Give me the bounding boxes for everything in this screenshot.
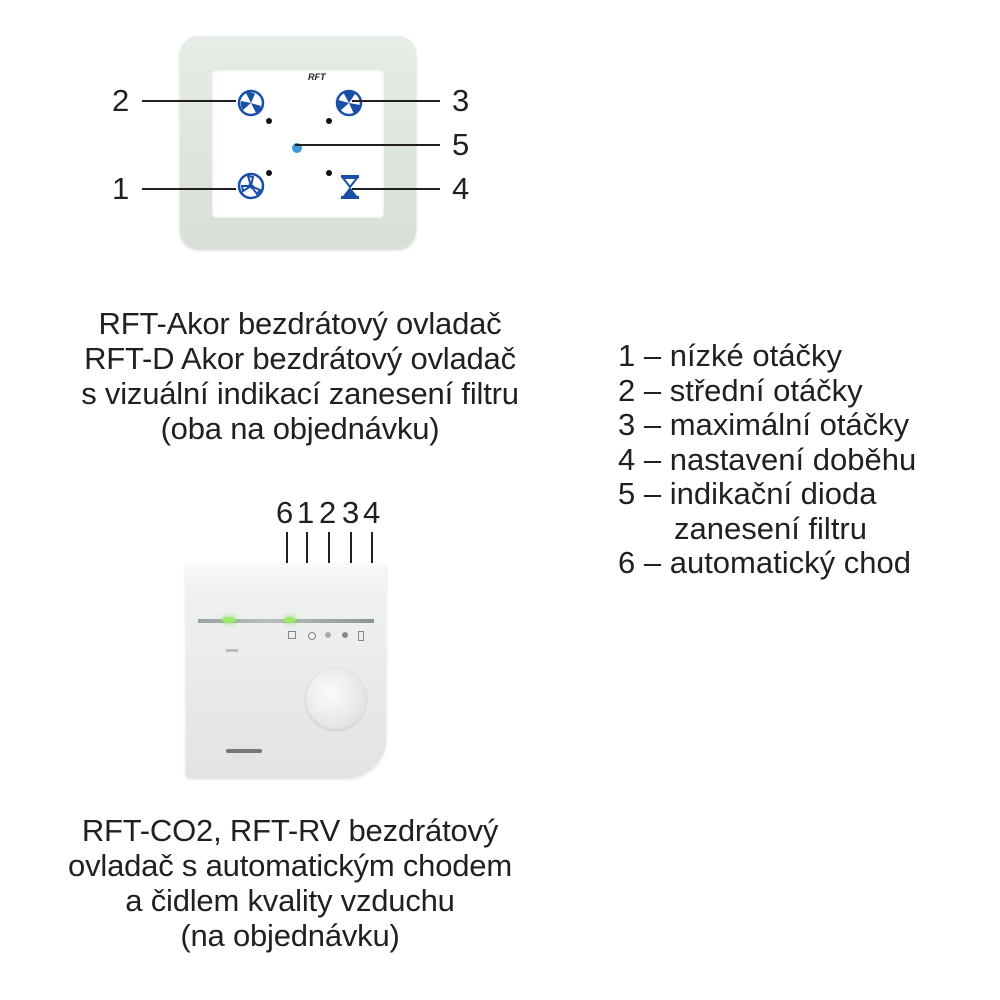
fan-low-icon: [237, 172, 265, 200]
callout-4: 4: [452, 171, 470, 206]
button3-indicator-dot: [326, 118, 332, 124]
button-auto-mode[interactable]: [288, 631, 296, 639]
legend-item-5-continued: zanesení filtru: [674, 510, 867, 546]
sensor-dial[interactable]: [306, 669, 366, 729]
callout-3-line: [352, 100, 440, 102]
brand-logo: RFT: [308, 72, 326, 82]
callout-1: 1: [112, 171, 130, 206]
button-max-speed[interactable]: [334, 88, 364, 118]
legend-item-2: 2 – střední otáčky: [618, 372, 863, 408]
legend-item-1: 1 – nízké otáčky: [618, 338, 843, 373]
callout-4-line: [352, 188, 440, 190]
button-timer-b[interactable]: [358, 631, 364, 641]
callout-3: 3: [452, 83, 470, 118]
button-run-on-timer[interactable]: [336, 172, 364, 202]
button1-indicator-dot: [266, 170, 272, 176]
legend-item-3: 3 – maximální otáčky: [618, 407, 910, 442]
callout-4b: 4: [363, 495, 381, 530]
co2-caption-line-2: ovladač s automatickým chodem: [68, 848, 512, 883]
akor-remote-device: RFT: [180, 36, 416, 248]
filter-indicator-led: [292, 143, 302, 153]
callout-2b: 2: [319, 495, 337, 530]
callout-2-line: [142, 100, 236, 102]
legend-item-6: 6 – automatický chod: [618, 545, 911, 580]
callout-numbers-row: 6 1 2 3 4: [276, 497, 386, 531]
legend-item-4: 4 – nastavení doběhu: [618, 441, 917, 477]
button-max-speed-b[interactable]: [342, 632, 348, 638]
callout-1b: 1: [297, 495, 315, 530]
co2-caption: RFT-CO2, RFT-RV bezdrátový ovladač s aut…: [0, 813, 580, 953]
akor-caption-line-2: RFT-D Akor bezdrátový ovladač: [84, 341, 516, 376]
akor-caption-line-3: s vizuální indikací zanesení filtru: [81, 376, 519, 411]
callout-3b: 3: [342, 495, 360, 530]
button-medium-speed-b[interactable]: [325, 632, 331, 638]
callout-5-line: [295, 144, 440, 146]
button-low-speed[interactable]: [236, 171, 266, 201]
akor-caption-line-4: (oba na objednávku): [160, 411, 440, 446]
legend: 1 – nízké otáčky 2 – střední otáčky 3 – …: [618, 338, 917, 581]
button-medium-speed[interactable]: [236, 88, 266, 118]
hourglass-icon: [340, 175, 360, 199]
callout-2: 2: [112, 83, 130, 118]
fan-medium-icon: [237, 89, 265, 117]
fan-max-icon: [335, 89, 363, 117]
co2-caption-line-3: a čidlem kvality vzduchu: [125, 883, 455, 918]
akor-caption: RFT-Akor bezdrátový ovladač RFT-D Akor b…: [0, 306, 600, 446]
co2-remote-device: [186, 563, 386, 778]
callout-6: 6: [276, 495, 294, 530]
button2-indicator-dot: [266, 118, 272, 124]
device-small-label: [226, 649, 238, 652]
device-top-edge: [186, 563, 386, 603]
callout-5: 5: [452, 127, 470, 162]
co2-caption-line-1: RFT-CO2, RFT-RV bezdrátový: [81, 813, 499, 848]
co2-caption-line-4: (na objednávku): [180, 918, 400, 953]
akor-caption-line-1: RFT-Akor bezdrátový ovladač: [98, 306, 502, 341]
status-led-auto: [284, 617, 296, 623]
status-led-left: [222, 617, 236, 623]
callout-1-line: [142, 188, 236, 190]
button4-indicator-dot: [326, 170, 332, 176]
manufacturer-logo: [226, 749, 262, 753]
button-low-speed-b[interactable]: [308, 632, 316, 640]
legend-item-5: 5 – indikační dioda: [618, 476, 877, 511]
